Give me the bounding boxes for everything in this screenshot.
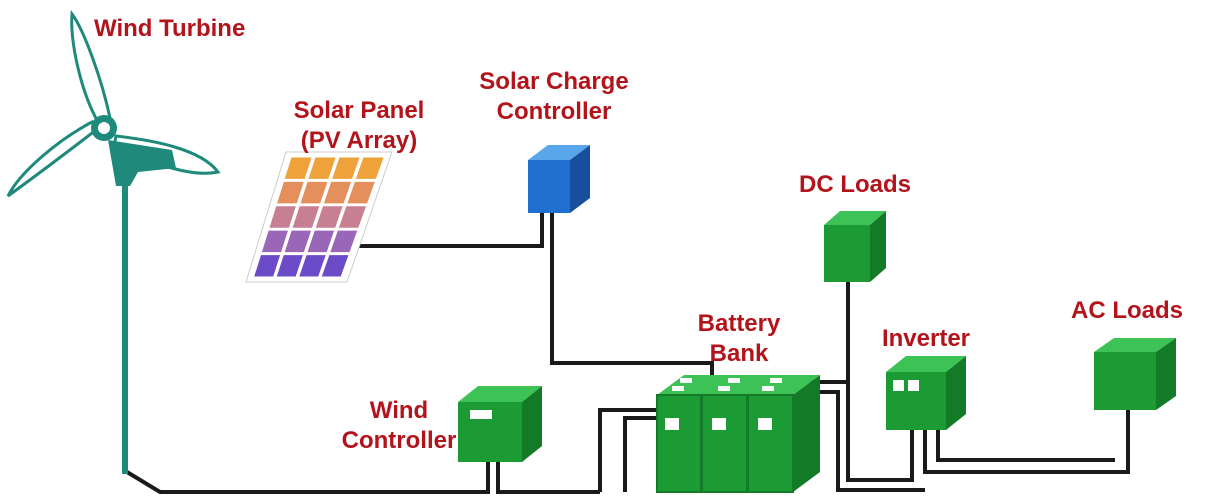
pv-cell [347, 181, 375, 204]
ac-loads-label: AC Loads [1052, 296, 1202, 326]
inverter-box [886, 356, 966, 430]
wire-battery-to-dc-loads [810, 282, 850, 384]
pv-cell [269, 206, 296, 228]
pv-cell [299, 255, 326, 277]
pv-cell [300, 181, 328, 204]
wind-controller-label: Wind Controller [336, 396, 462, 456]
battery-bank [656, 375, 820, 493]
pv-cell [330, 230, 358, 253]
wire-solar-cc-to-battery [550, 210, 714, 378]
turbine-nacelle [108, 140, 176, 186]
battery-cell [701, 394, 748, 493]
wind-controller-display [470, 410, 492, 419]
solar-panel-pv-array [245, 151, 393, 283]
solar-panel-label: Solar Panel (PV Array) [270, 96, 448, 156]
ac-loads-label-text: AC Loads [1070, 297, 1183, 324]
pv-cell [332, 157, 360, 179]
battery-cell [656, 394, 702, 493]
solar-charge-controller-box [528, 145, 590, 213]
battery-bank-label: Battery Bank [676, 309, 802, 369]
solar-charge-controller-label: Solar Charge Controller [466, 67, 642, 127]
wind-turbine-label: Wind Turbine [94, 14, 245, 44]
pv-cell [307, 230, 335, 253]
wind-controller-label-line1: Wind [369, 397, 429, 424]
battery-label-line2: Bank [709, 340, 769, 367]
battery-terminals [672, 378, 782, 391]
pv-cell [284, 157, 312, 179]
inverter-display [908, 380, 919, 391]
solar-panel-label-line2: (PV Array) [300, 127, 418, 154]
battery-label-line1: Battery [697, 310, 781, 337]
wind-turbine-label-text: Wind Turbine [94, 15, 246, 42]
pv-cell [292, 206, 320, 228]
wire-inverter-to-ac-loads-2 [936, 430, 1115, 462]
wire-battery-to-inverter-2 [820, 390, 925, 492]
turbine-tower [122, 170, 128, 474]
dc-loads-label-text: DC Loads [798, 171, 911, 198]
dc-loads-label: DC Loads [784, 170, 926, 200]
wire-battery-left [598, 408, 657, 492]
wire-wind-controller-to-battery [496, 462, 600, 494]
battery-cell [747, 394, 794, 493]
pv-cell [254, 255, 281, 277]
solar-cc-label-line1: Solar Charge [479, 68, 629, 95]
pv-cell [323, 181, 352, 204]
pv-cells [254, 157, 384, 277]
wire-battery-to-inverter [846, 382, 914, 482]
pv-cell [321, 255, 349, 277]
pv-cell [355, 157, 384, 179]
pv-cell [308, 157, 336, 179]
ac-loads-box [1094, 338, 1176, 410]
pv-cell [315, 206, 343, 228]
wind-controller-label-line2: Controller [341, 427, 457, 454]
wire-turbine-to-wind-controller [125, 462, 490, 494]
inverter-label-text: Inverter [881, 325, 971, 352]
inverter-label: Inverter [862, 324, 990, 354]
wire-panel-to-solar-cc [343, 210, 544, 248]
pv-cell [276, 255, 303, 277]
pv-cell [261, 230, 288, 253]
inverter-display [893, 380, 904, 391]
pv-cell [338, 206, 367, 228]
solar-cc-label-line2: Controller [496, 98, 612, 125]
wind-turbine [6, 9, 221, 474]
pv-cell [277, 181, 304, 204]
wind-controller-box [458, 386, 542, 462]
wire-inverter-to-ac-loads [923, 410, 1130, 474]
wire-battery-left-2 [623, 416, 657, 492]
solar-panel-label-line1: Solar Panel [293, 97, 425, 124]
wiring [125, 210, 1130, 494]
dc-loads-box [824, 211, 886, 282]
pv-cell [284, 230, 312, 253]
